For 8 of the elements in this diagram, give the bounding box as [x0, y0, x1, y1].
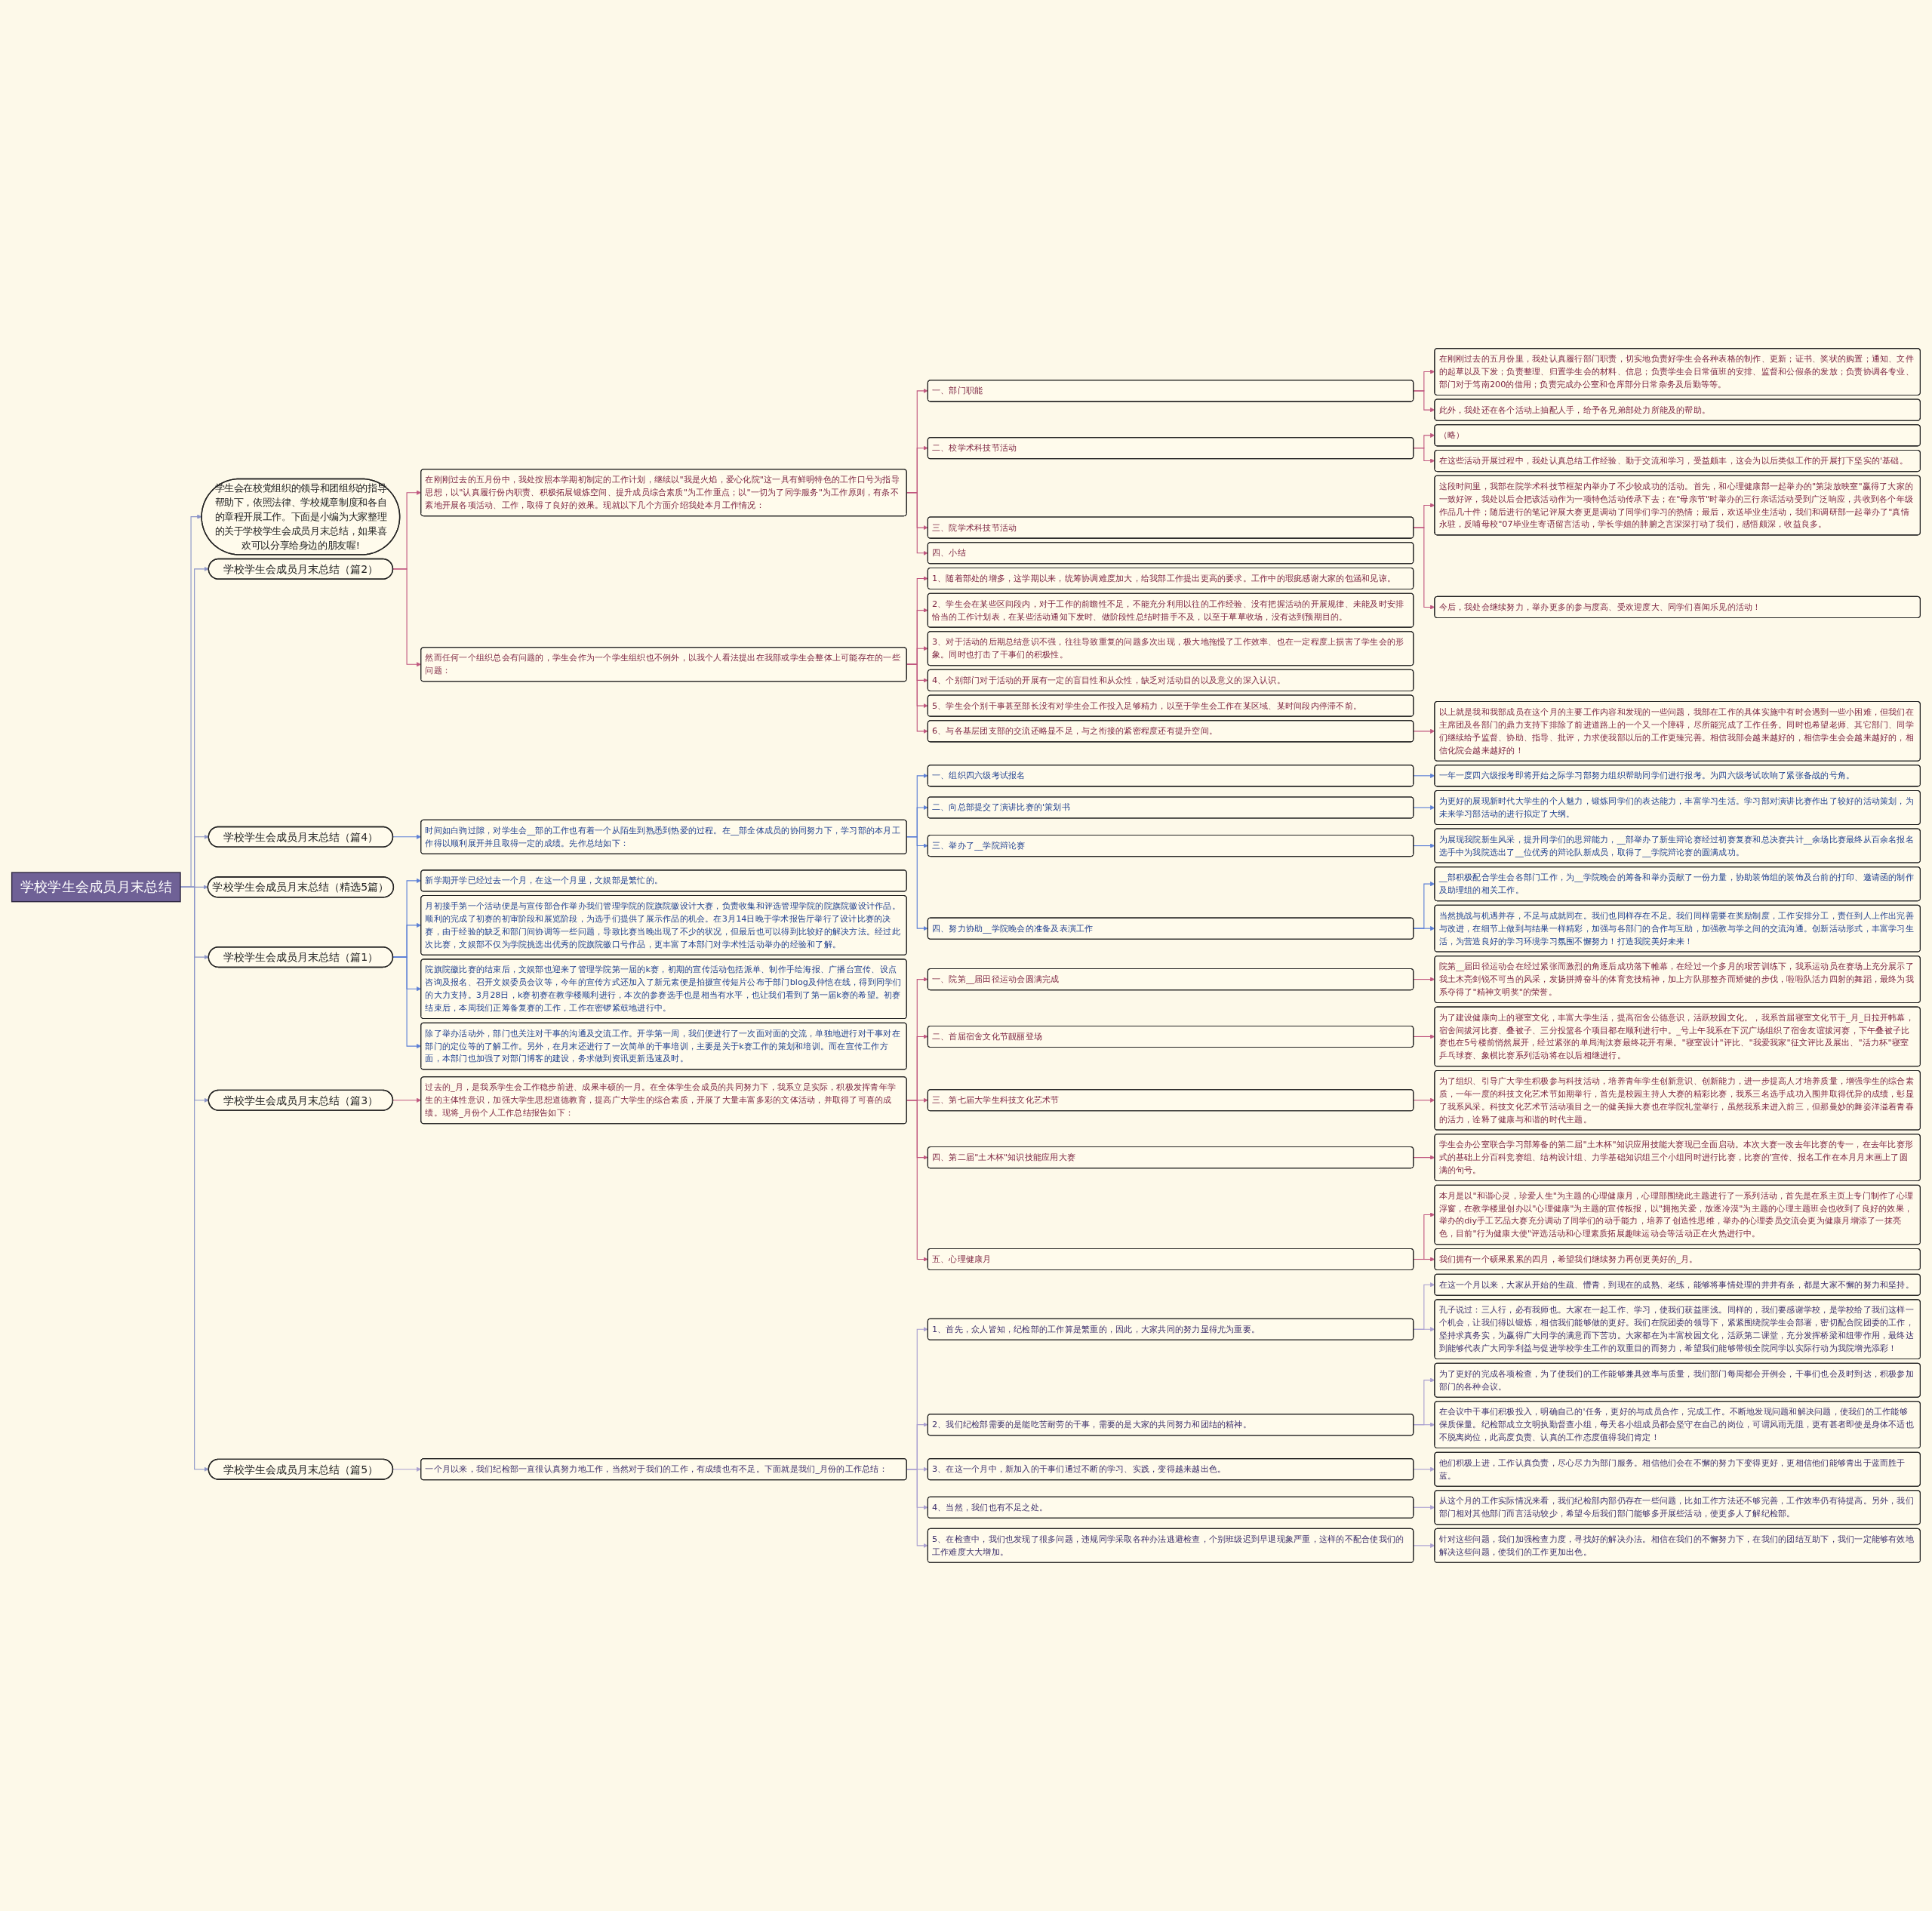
node-text: 二、首届宿舍文化节靓丽登场 [931, 1031, 1043, 1042]
node-text: 1、随着部处的增多，这学期以来，统筹协调难度加大，给我部工作提出更高的要求。工作中的瑕疵感谢大家的包涵和见谅。 [931, 573, 1396, 583]
node-text: 五、心理健康月 [931, 1254, 992, 1264]
arrow [1413, 1212, 1435, 1260]
node-box: 学校学生会成员月末总结 [11, 872, 181, 903]
node-text: 为更好的展现新时代大学生的个人魅力，锻炼同学们的表达能力，丰富学习生活。学习部对演讲比赛作出了较好的活动策划，为未来学习部活动的进行拟定了大纲。 [1438, 795, 1914, 819]
arrow [180, 886, 209, 1472]
node-text: 我们拥有一个硕果累累的四月，希望我们继续努力再创更美好的_月。 [1438, 1254, 1698, 1264]
